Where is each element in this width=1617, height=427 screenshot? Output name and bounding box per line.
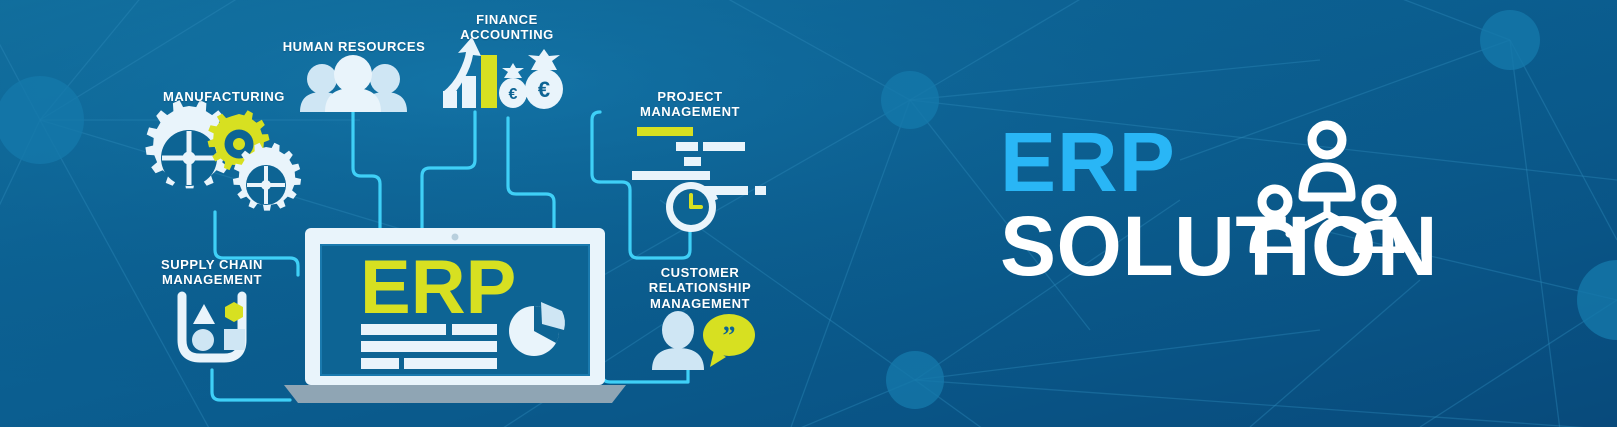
hero-text-block: ERP SOLUTION (1000, 120, 1470, 340)
module-label-project-management: PROJECT MANAGEMENT (639, 89, 741, 120)
speech-bubble-icon: ” (703, 314, 755, 367)
hero-title-erp: ERP (1000, 115, 1176, 209)
growth-chart-money-bags-icon: € € (443, 37, 563, 109)
gears-icon (145, 100, 302, 211)
people-group-icon (300, 55, 407, 112)
svg-text:€: € (509, 86, 518, 103)
pie-chart-icon (509, 302, 565, 356)
gantt-chart-stopwatch-icon (632, 127, 766, 232)
shapes-basket-icon (177, 291, 247, 363)
laptop-screen-title: ERP (360, 245, 516, 330)
laptop-device: ERP (284, 228, 626, 403)
module-label-finance-accounting: FINANCE ACCOUNTING (460, 12, 554, 43)
module-label-manufacturing: MANUFACTURING (163, 89, 285, 104)
person-speech-bubble-icon: ” (652, 311, 755, 370)
money-bag-small-icon: € (499, 63, 527, 108)
people-network-icon (1249, 120, 1405, 253)
svg-text:”: ” (723, 321, 736, 350)
erp-module-diagram: .wire{fill:none;stroke:#3fd0f7;stroke-wi… (145, 37, 766, 403)
module-label-human-resources: HUMAN RESOURCES (282, 39, 426, 54)
hero-title-solution: SOLUTION (1000, 199, 1438, 293)
module-label-supply-chain-management: SUPPLY CHAIN MANAGEMENT (161, 257, 263, 288)
stopwatch-icon (666, 182, 718, 232)
svg-text:€: € (538, 77, 550, 102)
money-bag-large-icon: € (525, 49, 563, 109)
module-label-customer-relationship-management: CUSTOMER RELATIONSHIP MANAGEMENT (648, 265, 752, 311)
